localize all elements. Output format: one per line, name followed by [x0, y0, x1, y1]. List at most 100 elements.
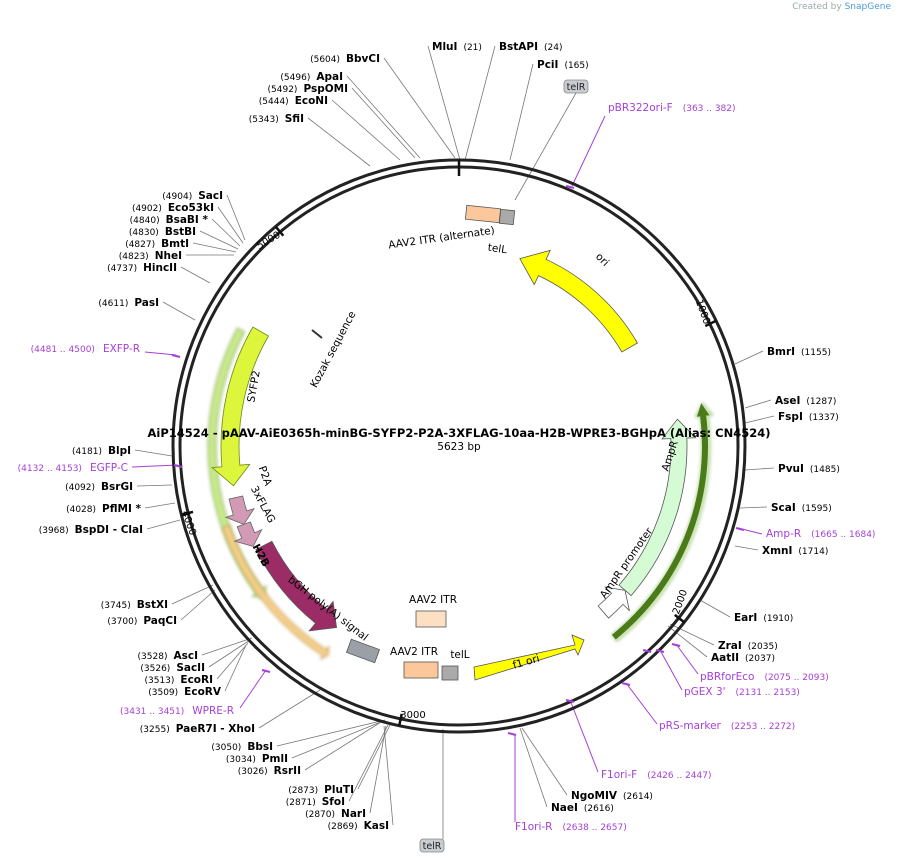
site-name: KasI [364, 820, 389, 832]
site-position: (3034) [226, 755, 256, 765]
itr-alt-box [464, 204, 502, 224]
map-title: AiP14524 - pAAV-AiE0365h-minBG-SYFP2-P2A… [148, 426, 771, 440]
site-name: EcoRI [180, 674, 213, 686]
primer-line-exfp-r [144, 351, 177, 356]
leader-eari [699, 599, 731, 618]
site-name: BsrGI [101, 481, 133, 493]
leader-pmli [291, 720, 384, 759]
leader-scai [739, 506, 768, 509]
ampr-promoter-arrow [597, 586, 631, 619]
site-name: SacII [176, 662, 205, 674]
leader-rsrii [304, 721, 382, 771]
leader-naei [519, 727, 548, 808]
site-position: (3026) [238, 767, 268, 777]
tick-label-4000: 4000 [179, 509, 198, 537]
primer-range: (2253 .. 2272) [731, 722, 795, 732]
site-name: EarI [734, 612, 757, 624]
primer-tick [642, 649, 652, 653]
brand-prefix: Created by [792, 2, 842, 12]
site-name: PasI [134, 297, 159, 309]
leader-xmni [734, 545, 759, 551]
site-name: PluTI [324, 784, 354, 796]
site-position: (1910) [763, 614, 793, 624]
tick-3000 [397, 713, 403, 726]
primer-name: pBRforEco [700, 671, 754, 683]
leader-aatii [667, 625, 708, 658]
primer-range: (1665 .. 1684) [811, 530, 875, 540]
site-position: (2870) [305, 810, 335, 820]
leader-bstapi [464, 45, 496, 161]
site-name: BstBI [165, 226, 196, 238]
feature-label-f1ori: f1 ori [511, 653, 541, 672]
site-position: (1714) [798, 547, 828, 557]
site-position: (4827) [125, 240, 155, 250]
leader-apai [346, 75, 421, 159]
primer-tick [621, 682, 631, 686]
site-position: (4902) [132, 204, 162, 214]
leader-ecorv [224, 644, 247, 692]
site-position: (3528) [138, 652, 168, 662]
site-position: (2869) [328, 822, 358, 832]
leader-bbvci [383, 57, 456, 159]
site-position: (5604) [310, 55, 340, 65]
ampr-arrow [618, 418, 697, 597]
site-position: (4181) [72, 447, 102, 457]
bgh-box [345, 638, 381, 664]
features [207, 204, 714, 681]
site-position: (5496) [280, 73, 310, 83]
site-position: (21) [463, 43, 481, 53]
leader-sacii [208, 639, 251, 668]
tel-r-top-leader [514, 92, 577, 201]
site-position: (3050) [211, 743, 241, 753]
f1-ori-arrow [473, 634, 585, 681]
leader-ecori [216, 642, 249, 680]
site-name: PaeR7I - XhoI [176, 723, 255, 735]
primer-tick [171, 354, 181, 358]
leader-bmti [192, 242, 237, 253]
leader-pcii [509, 63, 534, 161]
tel-r-top-label: telR [567, 82, 586, 93]
leader-zrai [669, 623, 715, 646]
feature-label-flag: 3xFLAG [248, 484, 277, 525]
site-position: (2037) [745, 654, 775, 664]
leader-econi [331, 99, 401, 161]
feature-label-telL_low: telL [450, 649, 469, 661]
site-position: (4611) [98, 299, 128, 309]
tick-label-2000: 2000 [671, 588, 690, 616]
leader-bsrgi [136, 484, 173, 487]
primer-name: pBR322ori-F [608, 102, 673, 114]
flag-arrow [233, 521, 263, 547]
site-position: (1155) [801, 348, 831, 358]
site-position: (4830) [129, 228, 159, 238]
leader-sfii [307, 117, 371, 167]
leader-ngomiv [521, 727, 568, 796]
site-position: (1287) [806, 397, 836, 407]
site-name: BbsI [247, 741, 273, 753]
site-name: PaqCI [143, 615, 177, 627]
site-name: BstAPI [499, 41, 538, 53]
leader-fspi [744, 415, 775, 424]
site-name: AscI [173, 650, 198, 662]
primer-name: pGEX 3' [684, 686, 726, 698]
site-position: (1337) [809, 413, 839, 423]
leader-eco53ki [217, 206, 244, 244]
leader-nari [369, 725, 387, 814]
site-name: RsrII [274, 765, 301, 777]
site-position: (165) [564, 61, 588, 71]
kozak-mark [311, 329, 323, 339]
site-position: (4028) [66, 505, 96, 515]
tel-r-top-label-badge [563, 79, 589, 94]
site-name: AatII [711, 652, 739, 664]
site-position: (4904) [162, 192, 192, 202]
site-position: (2616) [584, 804, 614, 814]
leader-bsabi- [211, 218, 241, 247]
site-position: (3526) [140, 664, 170, 674]
leader-pflmi- [144, 502, 176, 509]
feature-label-itr_alt: AAV2 ITR (alternate) [388, 225, 496, 252]
feature-label-itr_low: AAV2 ITR [390, 646, 438, 658]
leader-blpi [134, 449, 173, 457]
site-position: (4823) [119, 252, 149, 262]
site-name: HincII [143, 262, 177, 274]
leader-mlui [427, 45, 461, 161]
